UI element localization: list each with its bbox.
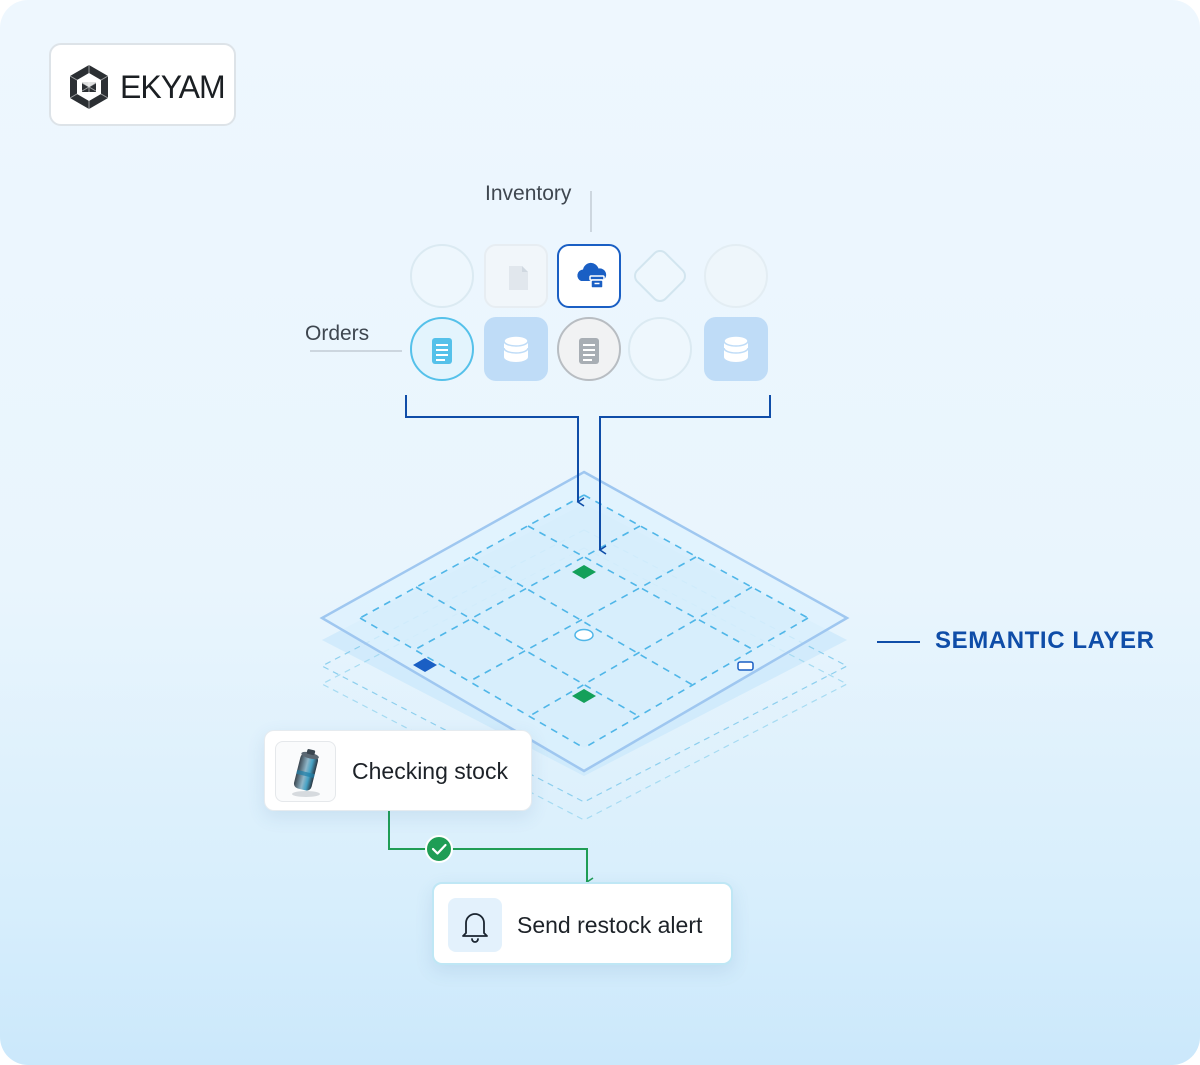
source-node-orders bbox=[410, 317, 474, 381]
alert-icon-box bbox=[448, 898, 502, 952]
source-node-database-2 bbox=[704, 317, 768, 381]
source-node-empty-circle bbox=[410, 244, 474, 308]
grid-marker-blue bbox=[413, 658, 437, 672]
document-list-icon bbox=[432, 338, 452, 364]
source-node-inventory bbox=[557, 244, 621, 308]
source-node-document-gray bbox=[557, 317, 621, 381]
grid-marker-center bbox=[574, 628, 594, 642]
source-node-diamond bbox=[628, 244, 692, 308]
checking-stock-label: Checking stock bbox=[352, 758, 508, 784]
check-icon bbox=[425, 835, 453, 863]
restock-alert-label: Send restock alert bbox=[517, 912, 703, 938]
bell-icon bbox=[462, 913, 488, 943]
source-node-empty-circle-3 bbox=[628, 317, 692, 381]
stock-icon-box bbox=[275, 741, 336, 802]
connector-left bbox=[405, 395, 585, 507]
semantic-layer-label: SEMANTIC LAYER bbox=[935, 627, 1155, 654]
workflow-connector bbox=[388, 811, 594, 887]
grid-marker-outline bbox=[737, 661, 754, 671]
semantic-grid bbox=[359, 494, 809, 749]
brand-logo-card: EKYAM bbox=[49, 43, 236, 126]
database-icon bbox=[723, 335, 749, 362]
semantic-layer-inner bbox=[360, 495, 808, 748]
document-icon bbox=[509, 266, 528, 290]
orders-label: Orders bbox=[305, 322, 370, 345]
restock-alert-card: Send restock alert bbox=[432, 882, 733, 965]
source-node-empty-circle-2 bbox=[704, 244, 768, 308]
canister-icon bbox=[292, 749, 320, 797]
connector-right bbox=[598, 395, 771, 555]
grid-marker-green-top bbox=[572, 565, 596, 579]
inventory-label: Inventory bbox=[485, 182, 572, 205]
ekyam-logo-icon bbox=[69, 65, 109, 109]
document-list-icon bbox=[579, 338, 599, 364]
brand-name: EKYAM bbox=[120, 69, 226, 105]
database-icon bbox=[503, 335, 529, 362]
checking-stock-card: Checking stock bbox=[264, 730, 532, 811]
cloud-archive-icon bbox=[577, 262, 607, 289]
source-node-database bbox=[484, 317, 548, 381]
grid-marker-green-bottom bbox=[572, 689, 596, 703]
empty-diamond-icon bbox=[634, 250, 686, 302]
source-node-document bbox=[484, 244, 548, 308]
